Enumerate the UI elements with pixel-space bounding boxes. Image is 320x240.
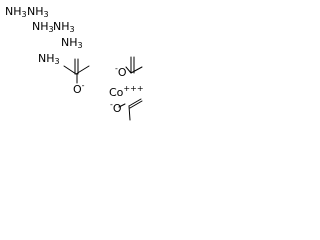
ammonia-label-5: NH3 [61,36,83,50]
anion-charge: - [110,100,113,109]
ammonia-subscript: 3 [21,10,27,19]
ammonia-subscript: 3 [77,41,83,50]
acetate-3-double-bond-b [129,100,143,109]
structure-canvas: NH3 NH3 NH3 NH3 NH3 NH3 O- -O Co+++ -O [0,0,160,133]
acetate-2-methyl-bond [130,66,143,74]
acetate-2-o-bond [125,66,132,74]
anion-charge: - [115,64,118,73]
cobalt-cation: Co+++ [109,84,144,100]
ammonia-label-3: NH3 [32,20,54,34]
ammonia-subscript: 3 [69,25,75,34]
acetate-3-methyl-bond [128,105,131,121]
ammonia-subscript: 3 [43,10,49,19]
ammonia-symbol: NH [32,20,49,33]
cobalt-symbol: Co [109,86,124,99]
ammonia-label-6: NH3 [38,52,60,66]
acetate-1-oxygen: O- [73,81,85,97]
ammonia-symbol: NH [5,5,22,18]
oxygen-symbol: O [112,102,122,115]
oxygen-symbol: O [117,66,127,79]
ammonia-label-4: NH3 [53,20,75,34]
ammonia-symbol: NH [61,36,78,49]
ammonia-symbol: NH [27,5,44,18]
cation-charge: +++ [123,84,144,93]
acetate-1-methyl-bond [63,65,77,75]
acetate-3-oxygen: -O [110,100,122,116]
oxygen-symbol: O [73,83,82,96]
acetate-2-oxygen: -O [115,64,127,80]
ammonia-label-1: NH3 [5,5,27,19]
ammonia-subscript: 3 [48,25,54,34]
anion-charge: - [81,81,85,90]
ammonia-label-2: NH3 [27,5,49,19]
acetate-3-o-bond [118,103,126,108]
ammonia-subscript: 3 [54,57,60,66]
ammonia-symbol: NH [38,52,55,65]
bond-lines [63,56,143,121]
acetate-3-double-bond-a [128,98,142,107]
ammonia-symbol: NH [53,20,70,33]
